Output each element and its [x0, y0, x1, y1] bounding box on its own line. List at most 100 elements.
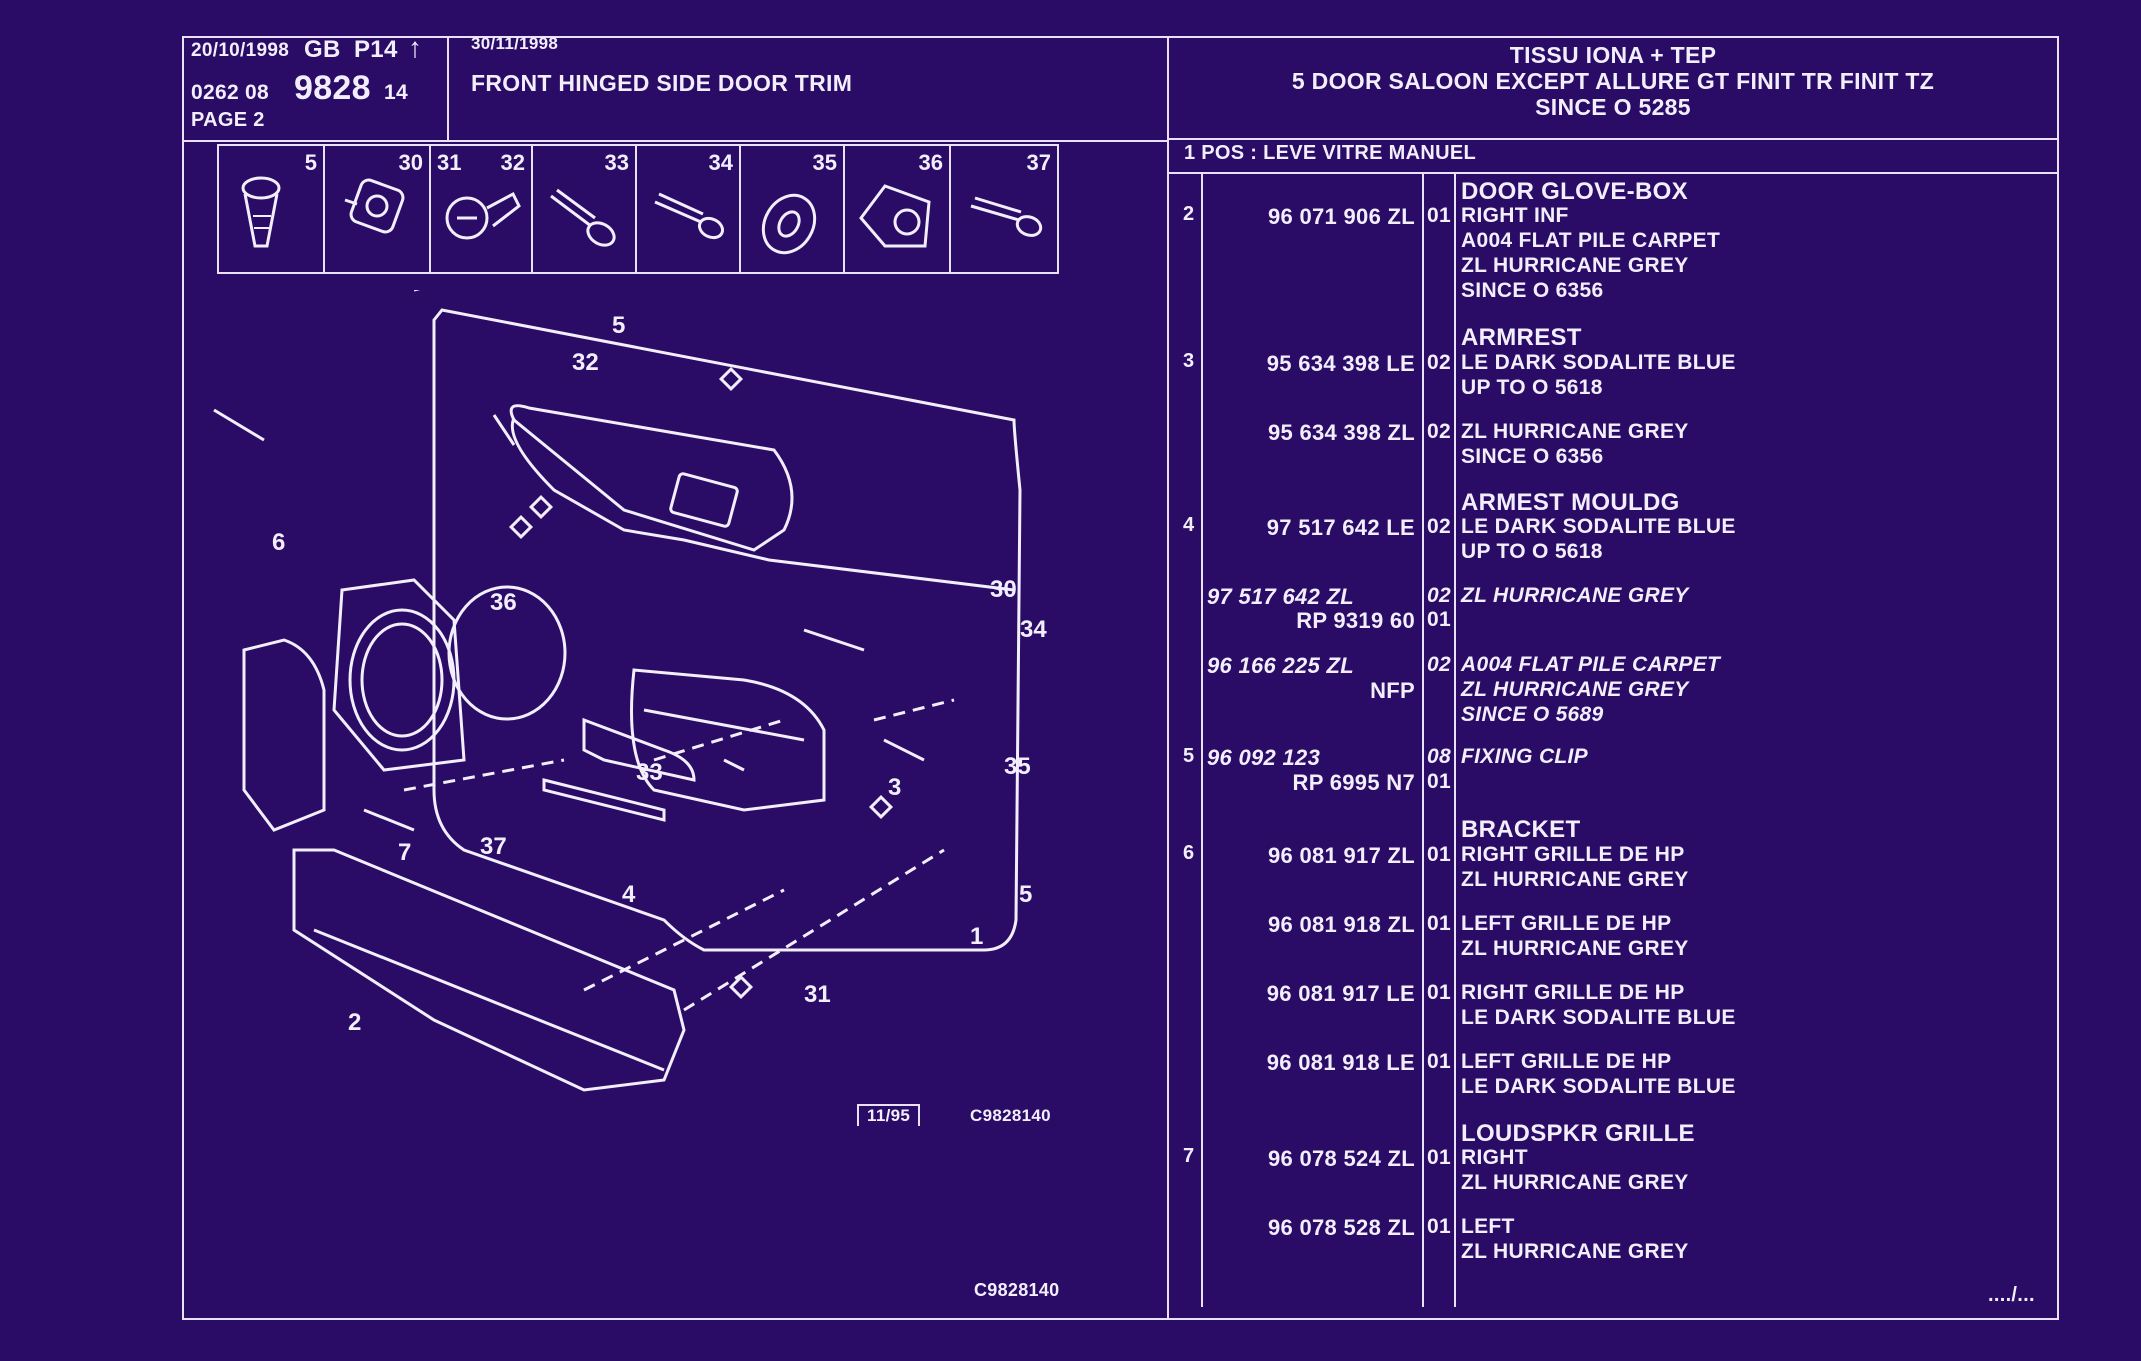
- part-number: 96 166 225 ZL: [1207, 653, 1354, 678]
- part-line: ZL HURRICANE GREY: [1461, 868, 1689, 891]
- part-number: 97 517 642 ZL: [1207, 584, 1354, 609]
- part-line: LEFT GRILLE DE HP: [1461, 1050, 1672, 1073]
- page-code: P14: [354, 36, 398, 63]
- part-line: A004 FLAT PILE CARPET: [1461, 229, 1721, 252]
- diagram-label: 32: [572, 349, 599, 376]
- date-1: 20/10/1998: [191, 40, 290, 61]
- washer-icon: [761, 193, 817, 255]
- door-panel: [432, 308, 1022, 952]
- glove-box: [292, 848, 686, 1092]
- page-title: FRONT HINGED SIDE DOOR TRIM: [471, 70, 853, 96]
- speaker-nut-icon: [859, 184, 931, 248]
- part-number: 96 092 123: [1207, 745, 1321, 770]
- col-pos-line: [1201, 172, 1203, 1307]
- part-qty: 08: [1427, 745, 1451, 768]
- thumb-31-32: 31 32: [429, 144, 533, 274]
- header-bottom-right: [1167, 138, 2059, 140]
- screw-icon: [550, 188, 616, 247]
- part-qty: 01: [1427, 1215, 1451, 1238]
- door-trim-diagram: 5 32 6 36 30 34 35 33 3 37 7 4 5 1 2 31: [213, 290, 1047, 1092]
- diagram-label: 4: [622, 881, 636, 908]
- part-number-nfp: NFP: [1370, 678, 1415, 703]
- diagram-label: 5: [1019, 881, 1032, 908]
- part-number: 96 081 917 ZL: [1268, 843, 1415, 868]
- diagram-label: 5: [612, 312, 625, 339]
- header-bottom-left: [182, 140, 1169, 142]
- diagram-label: 33: [636, 759, 663, 786]
- document-frame: [182, 36, 2059, 1320]
- part-line: ZL HURRICANE GREY: [1461, 254, 1689, 277]
- part-number: 96 071 906 ZL: [1268, 204, 1415, 229]
- push-clip-icon: [445, 191, 521, 240]
- part-number: 96 081 918 LE: [1266, 1050, 1415, 1075]
- part-line: SINCE O 6356: [1461, 445, 1604, 468]
- part-line: RIGHT INF: [1461, 204, 1569, 227]
- fabric-spec: TISSU IONA + TEP: [1509, 42, 1717, 68]
- part-line: ZL HURRICANE GREY: [1461, 937, 1689, 960]
- page-number: PAGE 2: [191, 109, 265, 131]
- diagram-label: 37: [480, 833, 507, 860]
- part-number: 96 081 918 ZL: [1268, 912, 1415, 937]
- upper-trim: [510, 417, 1015, 592]
- diagram-label: 2: [348, 1009, 361, 1036]
- part-line: LE DARK SODALITE BLUE: [1461, 1075, 1736, 1098]
- model-spec: 5 DOOR SALOON EXCEPT ALLURE GT FINIT TR …: [1291, 68, 1935, 94]
- thumb-30: 30: [323, 144, 431, 274]
- diagram-code-small: C9828140: [970, 1106, 1051, 1125]
- part-number: 96 081 917 LE: [1266, 981, 1415, 1006]
- part-line: ZL HURRICANE GREY: [1461, 678, 1689, 701]
- lang-code: GB: [304, 36, 341, 63]
- thumb-5: 5: [217, 144, 325, 274]
- loudspeaker-grille: [242, 638, 326, 832]
- part-qty: 02: [1427, 584, 1451, 607]
- part-line: ZL HURRICANE GREY: [1461, 1171, 1689, 1194]
- part-qty: 02: [1427, 653, 1451, 676]
- diagram-label: 35: [1004, 753, 1031, 780]
- col-qty-line-left: [1422, 172, 1424, 1307]
- diagram-label: 6: [272, 529, 285, 556]
- part-line: RIGHT GRILLE DE HP: [1461, 981, 1685, 1004]
- part-line: RIGHT GRILLE DE HP: [1461, 843, 1685, 866]
- part-qty: 02: [1427, 420, 1451, 443]
- nut-icon: [344, 178, 405, 234]
- main-divider: [1167, 36, 1169, 1320]
- thumb-35: 35: [739, 144, 845, 274]
- screw-icon: [654, 192, 725, 240]
- part-line: LE DARK SODALITE BLUE: [1461, 515, 1736, 538]
- part-pos: 2: [1183, 203, 1195, 225]
- diagram-label: 30: [990, 576, 1017, 603]
- part-line: UP TO O 5618: [1461, 376, 1603, 399]
- part-line: ZL HURRICANE GREY: [1461, 1240, 1689, 1263]
- part-qty: 02: [1427, 351, 1451, 374]
- part-pos: 5: [1183, 745, 1195, 767]
- part-qty: 01: [1427, 204, 1451, 227]
- ref-main: 9828: [294, 69, 371, 107]
- inner-panel: [509, 404, 794, 552]
- part-line: LE DARK SODALITE BLUE: [1461, 351, 1736, 374]
- part-title: LOUDSPKR GRILLE: [1461, 1120, 1695, 1147]
- part-number: 96 078 528 ZL: [1268, 1215, 1415, 1240]
- part-line: A004 FLAT PILE CARPET: [1461, 653, 1721, 676]
- part-line: LE DARK SODALITE BLUE: [1461, 1006, 1736, 1029]
- armrest-moulding: [582, 717, 696, 782]
- part-pos: 3: [1183, 350, 1195, 372]
- since-spec: SINCE O 5285: [1535, 94, 1691, 120]
- part-number-rp: RP 9319 60: [1296, 608, 1415, 633]
- thumb-37: 37: [949, 144, 1059, 274]
- part-pos: 4: [1183, 514, 1195, 536]
- part-title: ARMEST MOULDG: [1461, 489, 1680, 516]
- part-pos: 7: [1183, 1145, 1195, 1167]
- part-title: ARMREST: [1461, 324, 1582, 351]
- part-line: SINCE O 6356: [1461, 279, 1604, 302]
- part-title: DOOR GLOVE-BOX: [1461, 178, 1688, 205]
- part-number-rp: RP 6995 N7: [1292, 770, 1415, 795]
- part-line: LEFT: [1461, 1215, 1515, 1238]
- part-qty: 01: [1427, 608, 1451, 631]
- diagram-label: 34: [1020, 616, 1047, 643]
- part-number: 95 634 398 LE: [1266, 351, 1415, 376]
- handle-recess: [669, 472, 739, 528]
- part-line: ZL HURRICANE GREY: [1461, 420, 1689, 443]
- header-divider: [447, 36, 449, 140]
- thumb-33: 33: [531, 144, 637, 274]
- armrest: [630, 668, 826, 812]
